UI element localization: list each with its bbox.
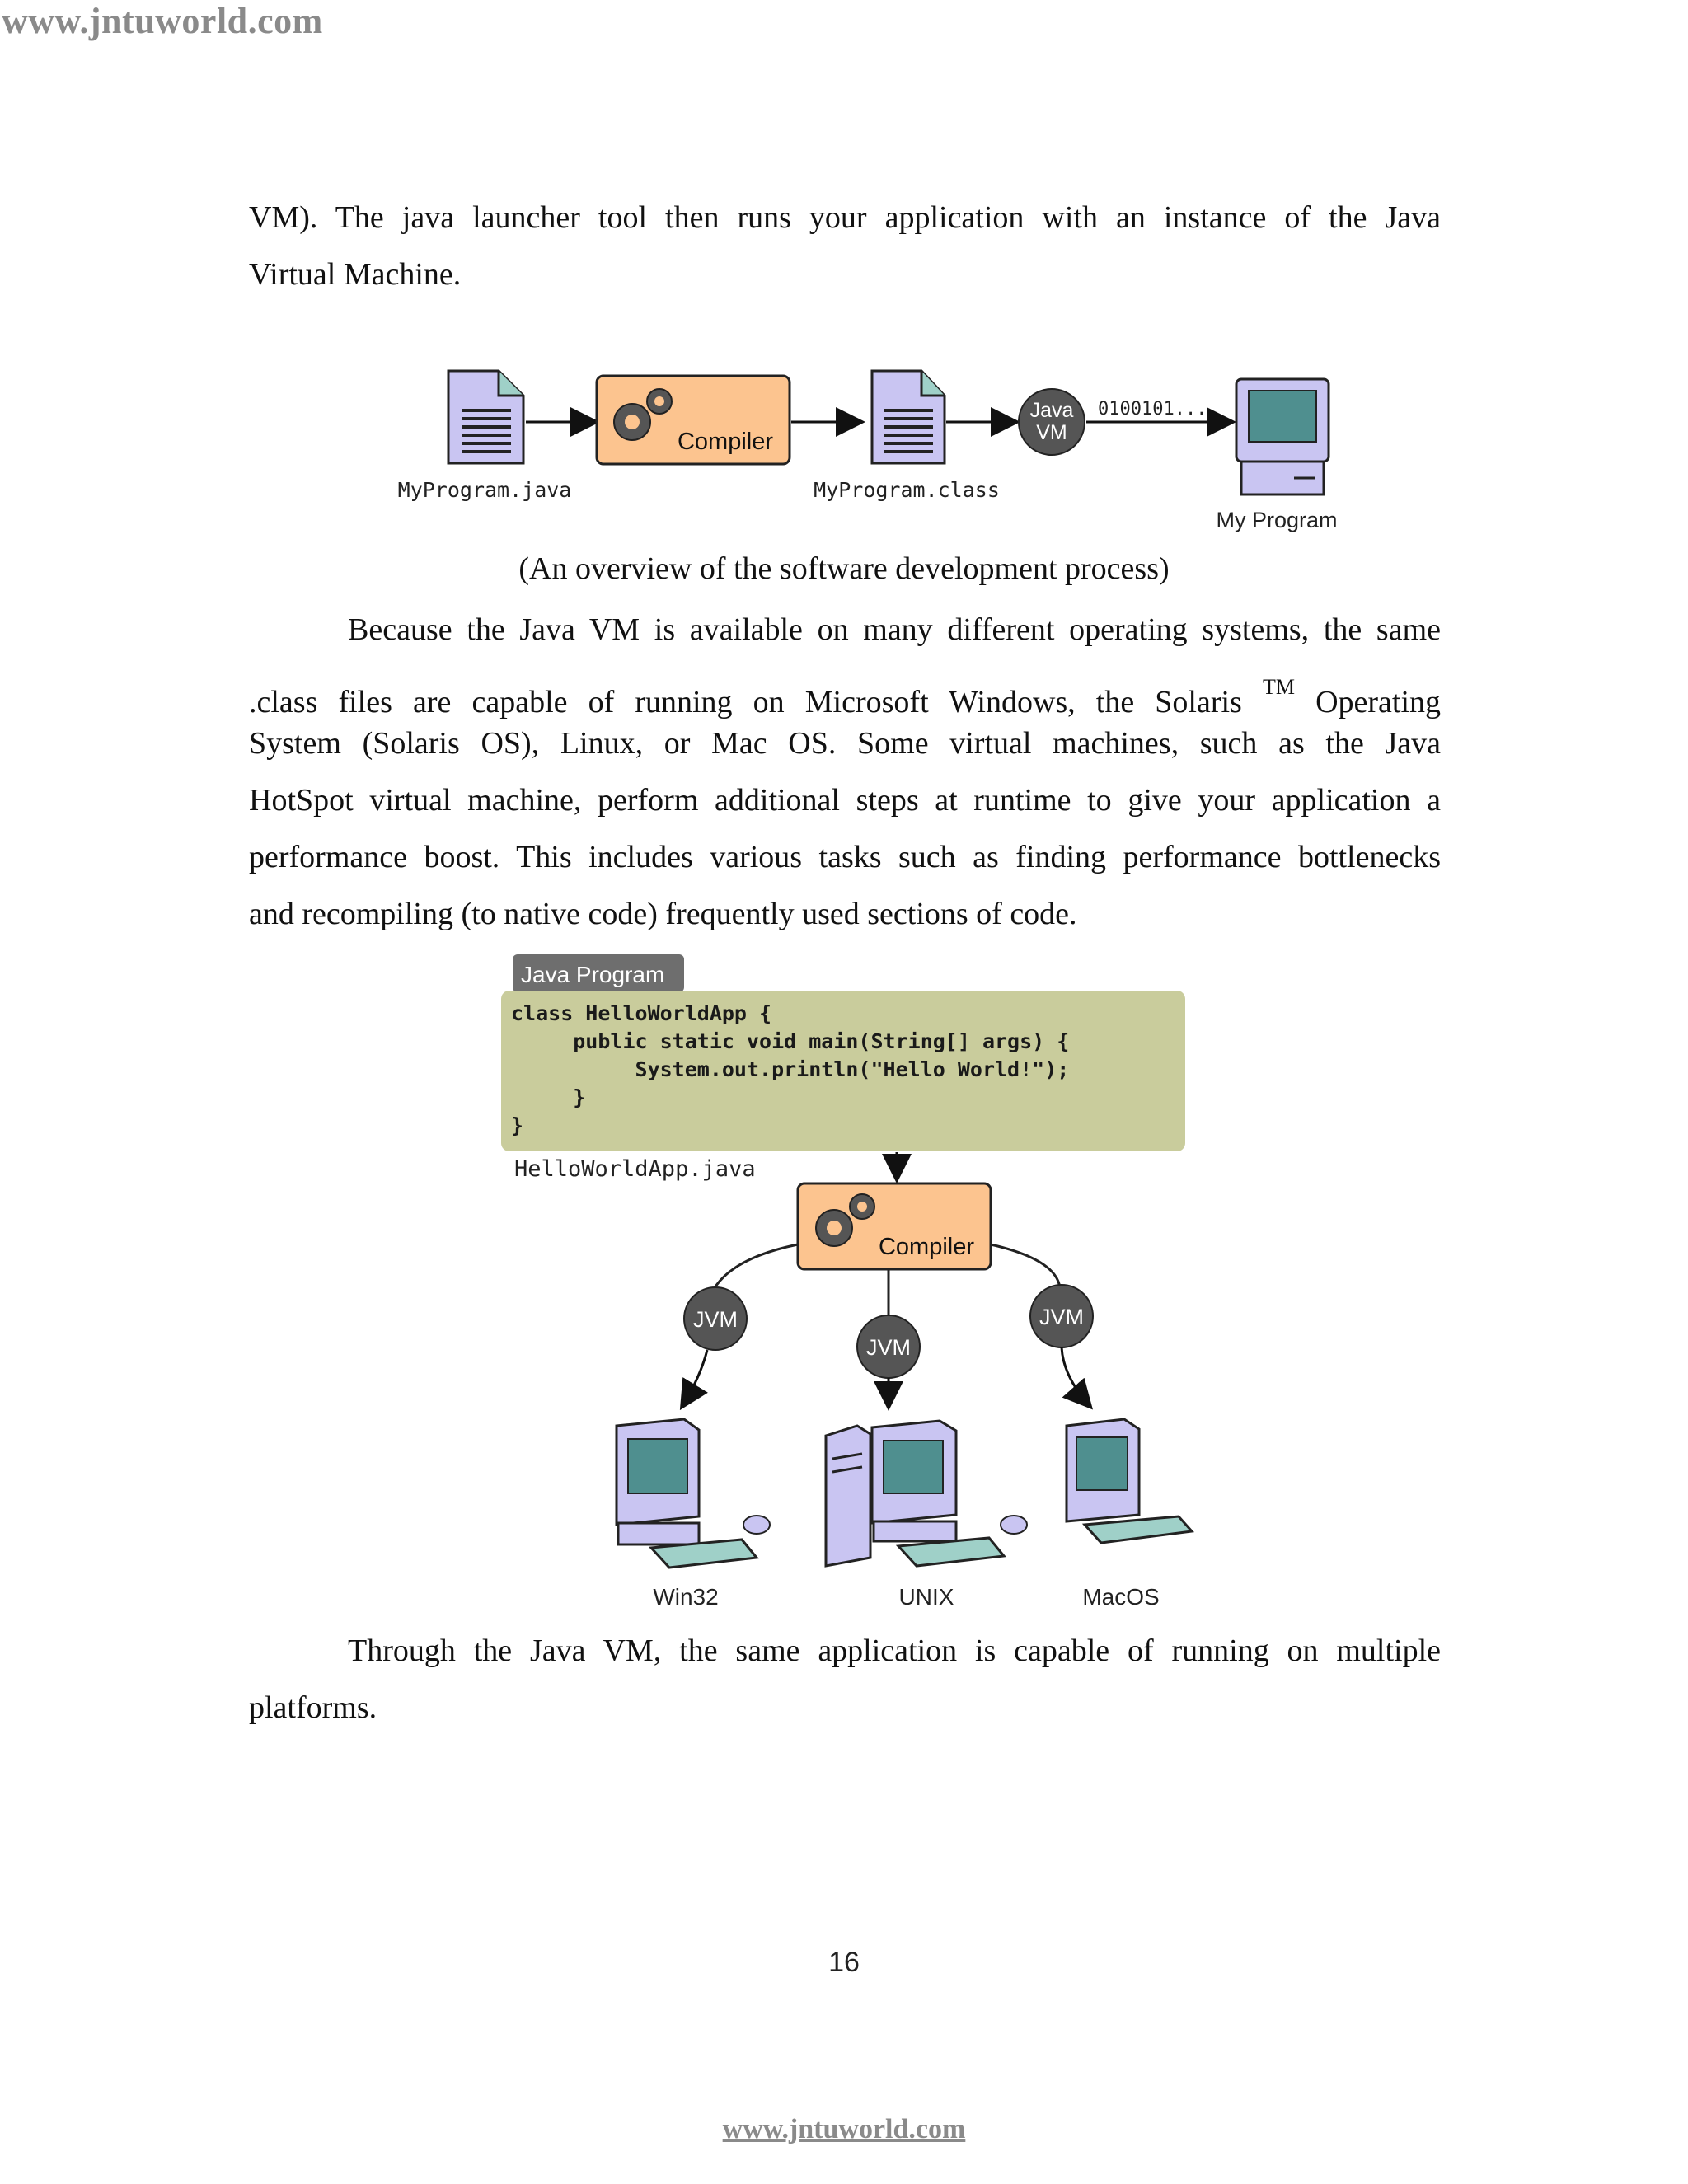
macos-computer-icon (1065, 1418, 1195, 1544)
source-file-label: MyProgram.java (398, 478, 572, 502)
source-file-icon (447, 369, 525, 465)
compiler-box: Compiler (796, 1182, 992, 1271)
jvm-circle-win32: JVM (683, 1286, 748, 1351)
java-program-tab (513, 954, 684, 992)
compiler-box: Compiler (595, 374, 791, 466)
code-box (501, 991, 1185, 1151)
paragraph-line-part: .class files are capable of running on M… (249, 685, 1242, 719)
class-file-label: MyProgram.class (814, 478, 1000, 502)
code-line: class HelloWorldApp { (511, 1001, 771, 1025)
jvm-circle-macos: JVM (1029, 1284, 1094, 1348)
paragraph-line: System (Solaris OS), Linux, or Mac OS. S… (249, 726, 1441, 761)
code-line: } (511, 1085, 585, 1109)
paragraph-line: HotSpot virtual machine, perform additio… (249, 783, 1441, 818)
bytecode-bits: 0100101... (1098, 399, 1207, 419)
paragraph-line: performance boost. This includes various… (249, 840, 1441, 874)
computer-icon (1235, 377, 1330, 496)
paragraph-line: and recompiling (to native code) frequen… (249, 897, 1077, 931)
win32-computer-icon (615, 1418, 771, 1569)
trademark-mark: TM (1262, 675, 1295, 699)
paragraph-line: .class files are capable of running on M… (249, 658, 1441, 719)
intro-line: VM). The java launcher tool then runs yo… (249, 200, 1441, 235)
compiler-label: Compiler (678, 429, 773, 455)
jvm-label: JVM (866, 1335, 911, 1360)
development-process-diagram: MyProgram.java Compiler MyProgram.class … (398, 369, 1338, 532)
my-program-label: My Program (1216, 508, 1337, 532)
platform-label-unix: UNIX (899, 1584, 954, 1610)
platform-label-win32: Win32 (653, 1584, 718, 1610)
java-vm-circle: Java VM (1018, 388, 1085, 456)
header-url[interactable]: www.jntuworld.com (2, 1, 323, 41)
paragraph-line: Because the Java VM is available on many… (348, 612, 1441, 647)
gear-icon (613, 388, 673, 441)
gear-icon (815, 1193, 875, 1247)
compiler-label: Compiler (879, 1234, 974, 1260)
unix-computer-icon (824, 1419, 1028, 1568)
jvm-label: JVM (1039, 1305, 1084, 1329)
platform-paragraph: Because the Java VM is available on many… (249, 602, 1441, 943)
platform-label-macos: MacOS (1082, 1584, 1159, 1610)
intro-paragraph: VM). The java launcher tool then runs yo… (249, 190, 1441, 303)
jvm-label: JVM (693, 1307, 738, 1332)
java-program-tab-label: Java Program (521, 962, 664, 987)
page-number: 16 (828, 1947, 860, 1978)
footer-url[interactable]: www.jntuworld.com (722, 2114, 966, 2144)
code-line: } (511, 1113, 523, 1137)
code-line: public static void main(String[] args) { (511, 1029, 1069, 1053)
code-block: class HelloWorldApp { public static void… (511, 1001, 1069, 1137)
paragraph-line: platforms. (249, 1690, 377, 1725)
paragraph-line-part: Operating (1315, 685, 1442, 719)
closing-paragraph: Through the Java VM, the same applicatio… (249, 1623, 1441, 1736)
source-file-name: HelloWorldApp.java (514, 1156, 756, 1182)
class-file-icon (870, 369, 946, 465)
jvm-circle-unix: JVM (856, 1315, 921, 1379)
java-vm-label-line1: Java (1030, 399, 1074, 422)
intro-line: Virtual Machine. (249, 257, 462, 292)
code-line: System.out.println("Hello World!"); (511, 1057, 1069, 1081)
java-vm-label-line2: VM (1036, 421, 1067, 444)
multi-platform-diagram: Java Program class HelloWorldApp { publi… (501, 954, 1195, 1610)
paragraph-line: Through the Java VM, the same applicatio… (348, 1633, 1441, 1668)
figure-caption: (An overview of the software development… (518, 551, 1170, 586)
